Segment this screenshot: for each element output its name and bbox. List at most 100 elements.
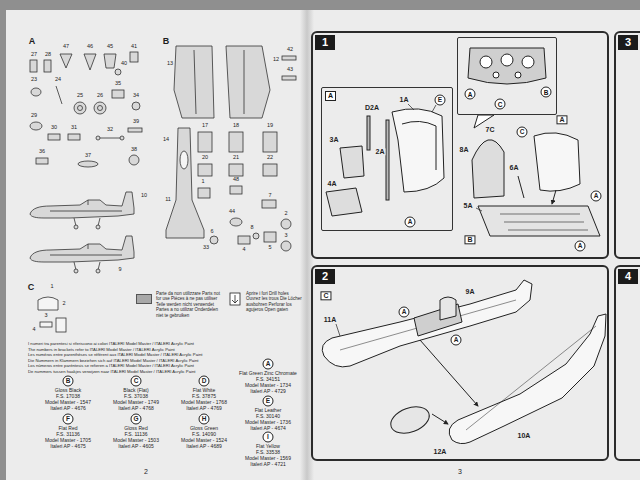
sprue-b-parts <box>198 132 212 152</box>
step-1-art <box>478 206 600 236</box>
part-number: 3 <box>284 233 287 239</box>
part-number: 19 <box>267 123 273 129</box>
paint-spec: F.S. 33538 <box>256 450 280 455</box>
part-number: 47 <box>63 44 69 50</box>
sprue-a-parts <box>130 52 138 62</box>
paint-spec: F.S. 37875 <box>192 394 216 399</box>
sprue-a-parts <box>98 106 103 111</box>
sprue-c-parts <box>38 297 66 332</box>
paint-spec: F.S. 34151 <box>256 377 280 382</box>
paint-spec: Italeri AP - 4769 <box>186 406 222 411</box>
part-number: 3 <box>44 313 47 319</box>
part-number: 28 <box>45 52 51 58</box>
step-panel: 1AACB <box>311 31 609 259</box>
sprue-a-parts <box>104 54 116 68</box>
paint-callout: A <box>465 89 476 100</box>
part-number: 9 <box>118 267 121 273</box>
sprue-b-parts <box>282 76 296 80</box>
background <box>6 10 640 480</box>
paint-letter: C <box>131 376 142 387</box>
step-panel: 3 <box>614 31 640 259</box>
drill-symbol <box>232 295 238 303</box>
part-number: 41 <box>131 44 137 50</box>
step-2-art <box>440 297 456 320</box>
part-number: 44 <box>229 209 235 215</box>
paint-callout: A <box>399 307 410 318</box>
part-number: 42 <box>287 47 293 53</box>
paint-spec: Italeri AP - 4768 <box>118 406 154 411</box>
paint-spec: Flat Leather <box>255 408 282 413</box>
paint-spec: F.S. 30140 <box>256 414 280 419</box>
paint-letter: B <box>63 376 74 387</box>
step-1-art <box>476 208 482 211</box>
paint-note: I numeri tra parentesi si riferiscono ai… <box>28 342 194 346</box>
step-2-art <box>336 324 340 336</box>
paint-note: Die Nummern in Klammern beziehen sich au… <box>28 359 198 363</box>
part-number: 45 <box>107 44 113 50</box>
paint-letter: A <box>263 359 274 370</box>
callout-number: 7C <box>485 126 496 133</box>
sprue-a-parts <box>132 102 140 110</box>
legend-text: Parte da non utilizzare Parts not for us… <box>156 291 226 318</box>
sprue-letter: B <box>163 37 170 46</box>
sprue-a-parts <box>112 90 124 98</box>
part-number: 36 <box>39 149 45 155</box>
paint-spec: Flat Green Zinc Chromate <box>239 371 297 376</box>
paint-spec: Model Master - 1547 <box>45 400 91 405</box>
sprue-b-parts <box>229 164 243 176</box>
sprue-c-parts <box>40 322 52 327</box>
part-number: 27 <box>31 52 37 58</box>
step-1-art <box>518 176 524 198</box>
paint-callout: A <box>591 191 602 202</box>
part-number: 6 <box>210 229 213 235</box>
paint-spec: Gloss Black <box>55 388 81 393</box>
paint-spec: Italeri AP - 4721 <box>250 462 286 467</box>
paint-letter: E <box>263 396 274 407</box>
sprue-a-parts <box>84 54 96 70</box>
part-number: 12 <box>273 57 279 63</box>
step-1-art <box>408 104 436 112</box>
paint-callout: C <box>517 127 528 138</box>
sprue-b-parts <box>198 164 212 176</box>
paint-callout: C <box>495 99 506 110</box>
part-number: 4 <box>32 327 35 333</box>
step-1-art <box>534 133 580 191</box>
step-2-art <box>420 340 478 406</box>
paint-callout: A <box>451 335 462 346</box>
paint-spec: Model Master - 1503 <box>113 438 159 443</box>
sprue-a-parts <box>94 102 106 114</box>
sprue-b-parts <box>230 218 242 226</box>
sprue-b-parts <box>226 46 270 118</box>
paint-spec: Flat Red <box>59 426 78 431</box>
part-number: 25 <box>77 93 83 99</box>
legend-swatch <box>136 294 152 304</box>
part-number: 40 <box>121 61 127 67</box>
sprue-a-parts <box>60 54 72 68</box>
sprue-a-parts <box>96 136 100 140</box>
sprue-b-parts <box>230 186 242 194</box>
step-1-art <box>552 190 556 204</box>
sprue-b-parts <box>238 236 250 244</box>
part-number: 13 <box>167 61 173 67</box>
part-number: 39 <box>133 119 139 125</box>
sprue-a-parts <box>36 158 48 164</box>
paint-spec: Italeri AP - 4675 <box>50 444 86 449</box>
paint-spec: Model Master - 1734 <box>245 383 291 388</box>
paint-spec: Flat White <box>193 388 216 393</box>
subassembly-frame: A <box>321 87 453 231</box>
part-number: 11 <box>165 197 171 203</box>
sprue-b-parts <box>166 46 296 251</box>
callout-number: 4A <box>327 180 338 187</box>
step-1-art <box>480 56 492 68</box>
subassembly-callout: C <box>320 291 331 300</box>
callout-number: D2A <box>364 104 380 111</box>
detail-frame: ACB <box>457 37 557 115</box>
sprue-c-parts <box>56 318 66 332</box>
step-1-art <box>500 214 588 230</box>
part-number: 38 <box>131 147 137 153</box>
paint-callout: A <box>405 217 416 228</box>
step-1-art <box>326 48 600 236</box>
sprue-b-parts <box>210 236 218 244</box>
